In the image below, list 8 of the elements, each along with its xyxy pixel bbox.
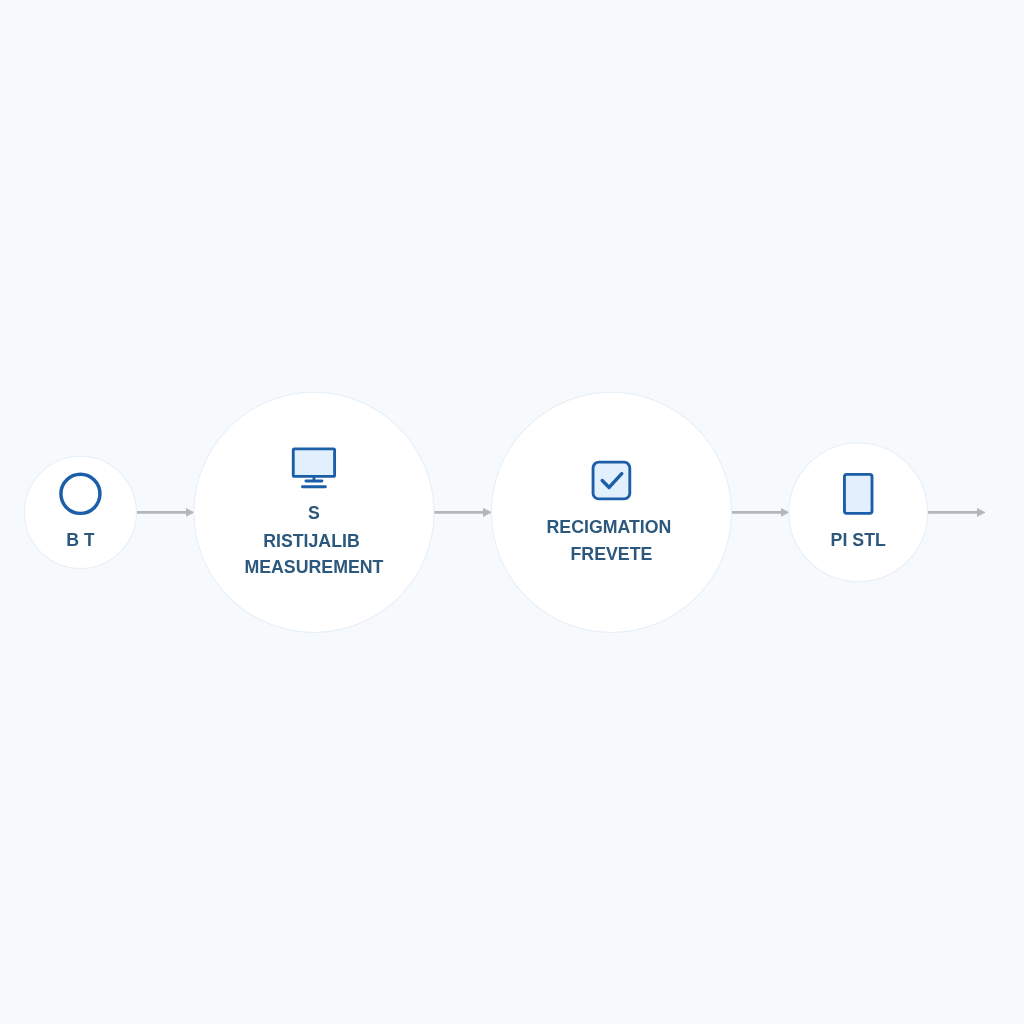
step-label: B T	[66, 529, 95, 552]
step-label: PI STL	[830, 529, 886, 552]
step-label: S RISTIJALIB MEASUREMENT	[243, 502, 385, 579]
arrow	[136, 507, 195, 517]
arrow	[927, 507, 986, 517]
arrow	[433, 507, 492, 517]
arrow	[731, 507, 790, 517]
step-label: RECIGMATION FREVETE	[545, 515, 673, 566]
